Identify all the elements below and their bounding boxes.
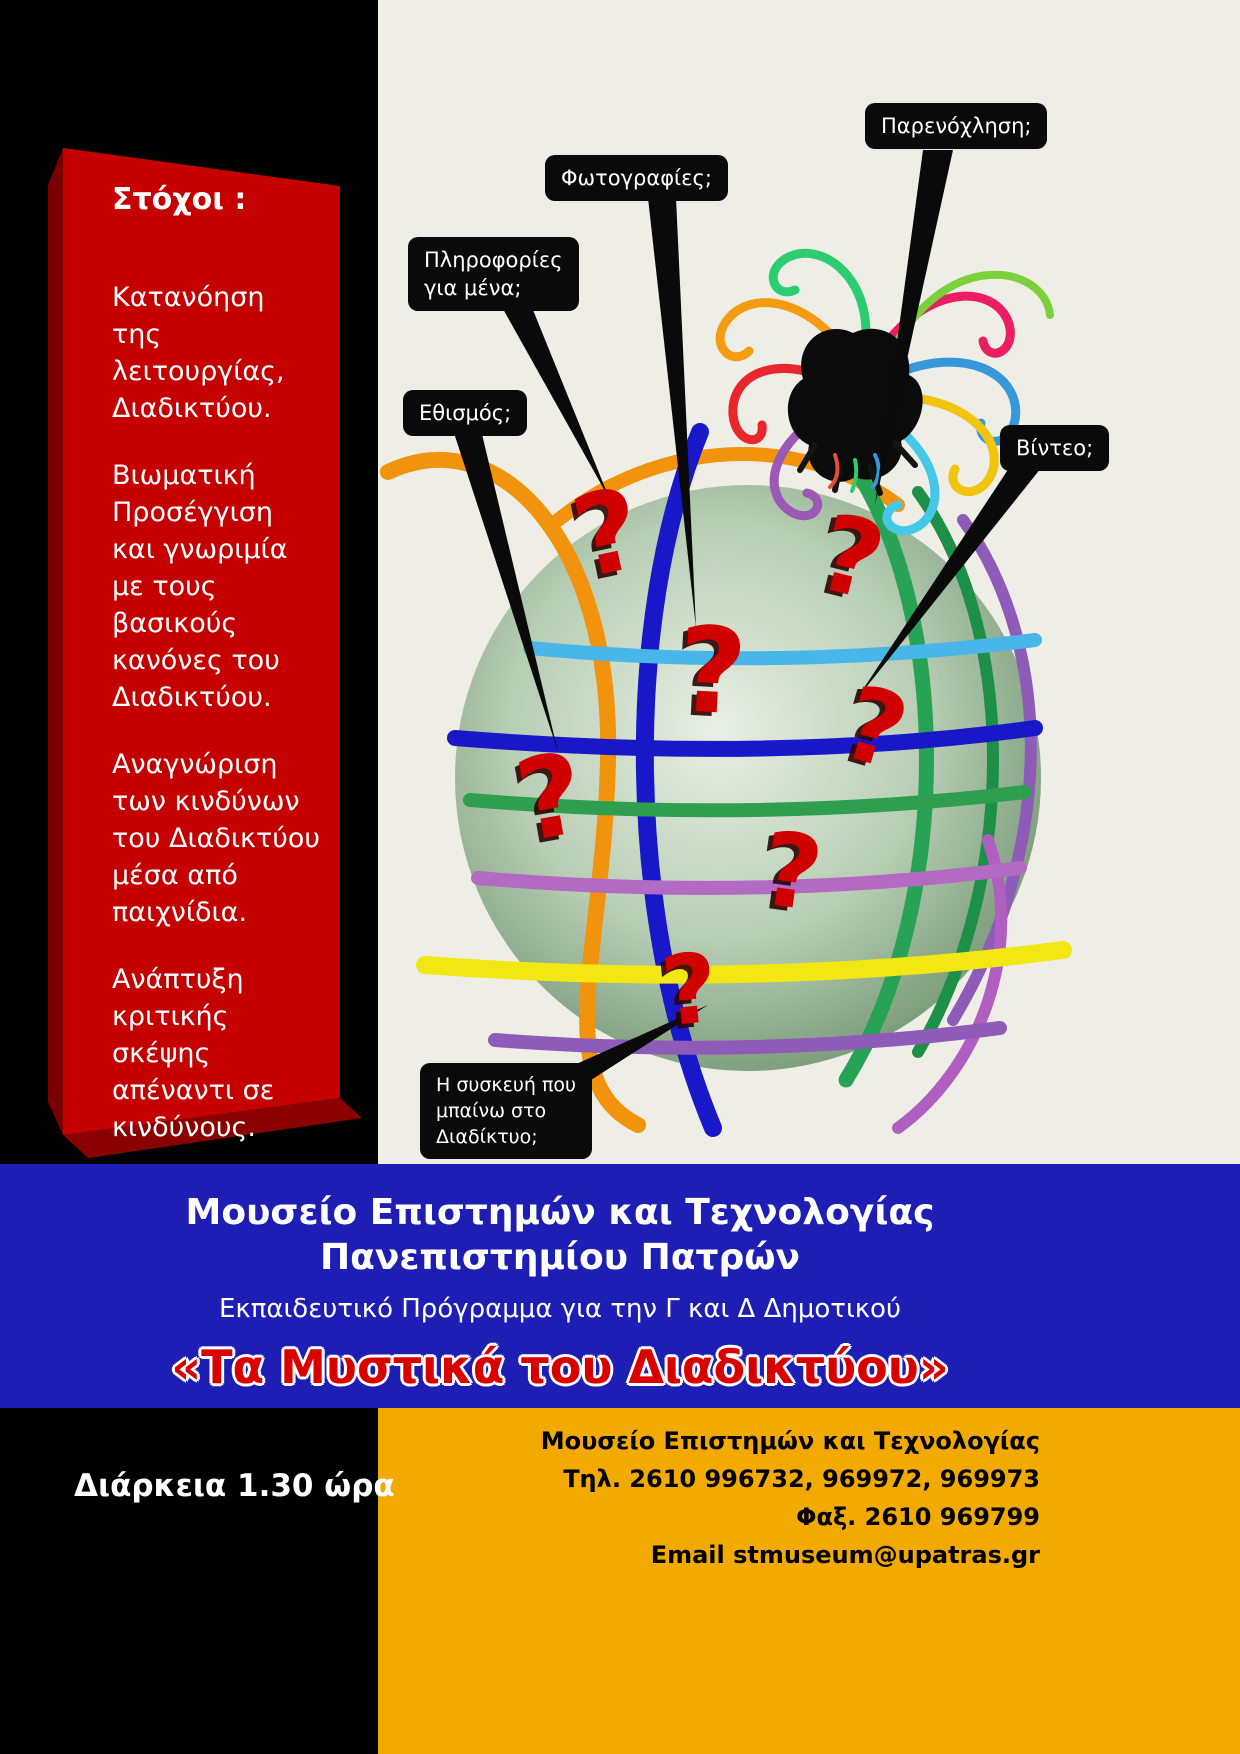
speech-bubble-video: Βίντεο; [1000, 425, 1110, 471]
goals-ribbon [48, 148, 362, 1158]
museum-title-line1: Μουσείο Επιστημών και Τεχνολογίας [185, 1192, 935, 1233]
internet-globe-illustration [380, 150, 1072, 1137]
question-mark: ? [674, 600, 751, 742]
footer-gold-panel: Μουσείο Επιστημών και Τεχνολογίας Τηλ. 2… [378, 1408, 1240, 1754]
contact-line: Μουσείο Επιστημών και Τεχνολογίας [540, 1427, 1040, 1455]
footer-black-panel [0, 1408, 378, 1754]
contact-line: Φαξ. 2610 969799 [796, 1503, 1040, 1531]
speech-bubble-harassment: Παρενόχληση; [865, 103, 1048, 149]
museum-title-line2: Πανεπιστημίου Πατρών [319, 1237, 801, 1278]
duration-label: Διάρκεια 1.30 ώρα [74, 1468, 395, 1504]
poster-title: «Τα Μυστικά του Διαδικτύου» [171, 1340, 949, 1394]
speech-bubble-device: Η συσκευή που μπαίνω στο Διαδίκτυο; [420, 1063, 593, 1159]
goal-item: Ανάπτυξη κριτικής σκέψης απέναντι σε κιν… [112, 964, 275, 1143]
speech-bubble-photos: Φωτογραφίες; [545, 155, 728, 201]
goal-item: Αναγνώριση των κινδύνων του Διαδικτύου μ… [112, 749, 320, 928]
speech-bubble-personal-info: Πληροφορίες για μένα; [408, 237, 579, 311]
contact-line: Email stmuseum@upatras.gr [650, 1541, 1040, 1569]
goals-heading: Στόχοι : [112, 182, 247, 217]
blue-banner: Μουσείο Επιστημών και Τεχνολογίας Πανεπι… [0, 1164, 1240, 1408]
goal-item: Βιωματική Προσέγγιση και γνωριμία με του… [112, 460, 288, 713]
globe-ribbons [380, 423, 1072, 1137]
program-subtitle: Εκπαιδευτικό Πρόγραμμα για την Γ και Δ Δ… [218, 1294, 902, 1324]
speech-bubble-addiction: Εθισμός; [403, 390, 528, 436]
contact-line: Τηλ. 2610 996732, 969972, 969973 [563, 1465, 1040, 1493]
goal-item: Κατανόηση της λειτουργίας, Διαδικτύου. [112, 282, 285, 424]
bubble-tails [453, 150, 1041, 1098]
question-mark: ? [656, 931, 724, 1049]
goals-list: Στόχοι : Κατανόηση της λειτουργίας, Διαδ… [112, 182, 320, 1176]
